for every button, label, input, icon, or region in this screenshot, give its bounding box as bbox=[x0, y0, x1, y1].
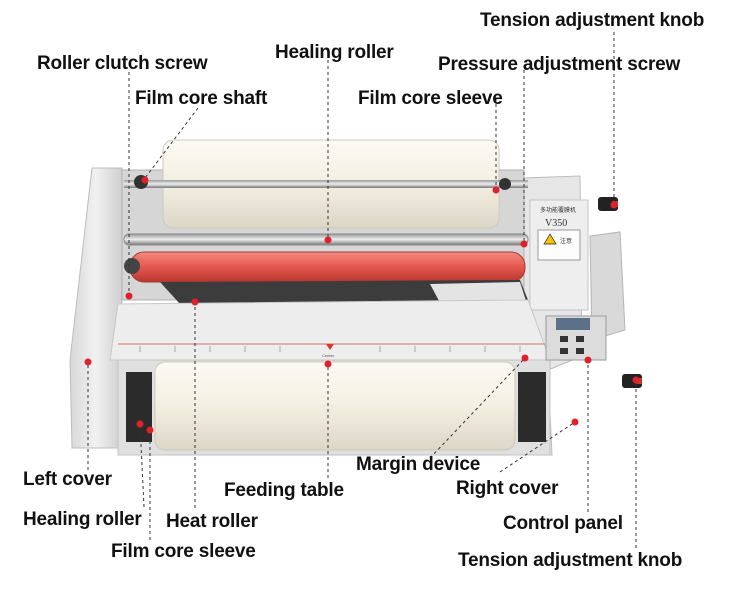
top-film-shaft bbox=[124, 180, 528, 188]
left-cover bbox=[69, 167, 123, 449]
label-healing-roller-bottom: Healing roller bbox=[23, 509, 142, 530]
feeding-table-surface bbox=[109, 299, 551, 361]
model-text: V350 bbox=[545, 218, 567, 229]
label-film-core-sleeve-top: Film core sleeve bbox=[358, 88, 503, 109]
feeding-table-ticks bbox=[139, 346, 521, 352]
leader-lines bbox=[87, 32, 637, 548]
warning-sticker bbox=[537, 229, 581, 261]
label-roller-clutch-screw: Roller clutch screw bbox=[37, 53, 208, 74]
label-margin-device: Margin device bbox=[356, 454, 481, 475]
label-healing-roller-top: Healing roller bbox=[275, 42, 394, 63]
table-center-text: Center bbox=[322, 353, 335, 358]
label-tension-knob-top: Tension adjustment knob bbox=[480, 10, 705, 31]
label-right-cover: Right cover bbox=[456, 478, 559, 499]
label-tension-knob-bottom: Tension adjustment knob bbox=[458, 550, 683, 571]
caution-text: 注意 bbox=[560, 237, 572, 245]
vent-housing bbox=[589, 231, 626, 341]
label-feeding-table: Feeding table bbox=[224, 480, 344, 501]
label-heat-roller: Heat roller bbox=[166, 511, 258, 532]
bottom-film-roll bbox=[154, 361, 516, 451]
label-pressure-screw: Pressure adjustment screw bbox=[438, 54, 681, 75]
pointer-dots bbox=[84, 176, 640, 434]
red-heat-roller bbox=[129, 251, 526, 283]
label-film-core-shaft: Film core shaft bbox=[135, 88, 268, 109]
label-film-core-sleeve-bottom: Film core sleeve bbox=[111, 541, 256, 562]
label-control-panel: Control panel bbox=[503, 513, 623, 534]
label-left-cover: Left cover bbox=[23, 469, 112, 490]
panel-title-text: 多功能覆膜机 bbox=[540, 206, 576, 214]
